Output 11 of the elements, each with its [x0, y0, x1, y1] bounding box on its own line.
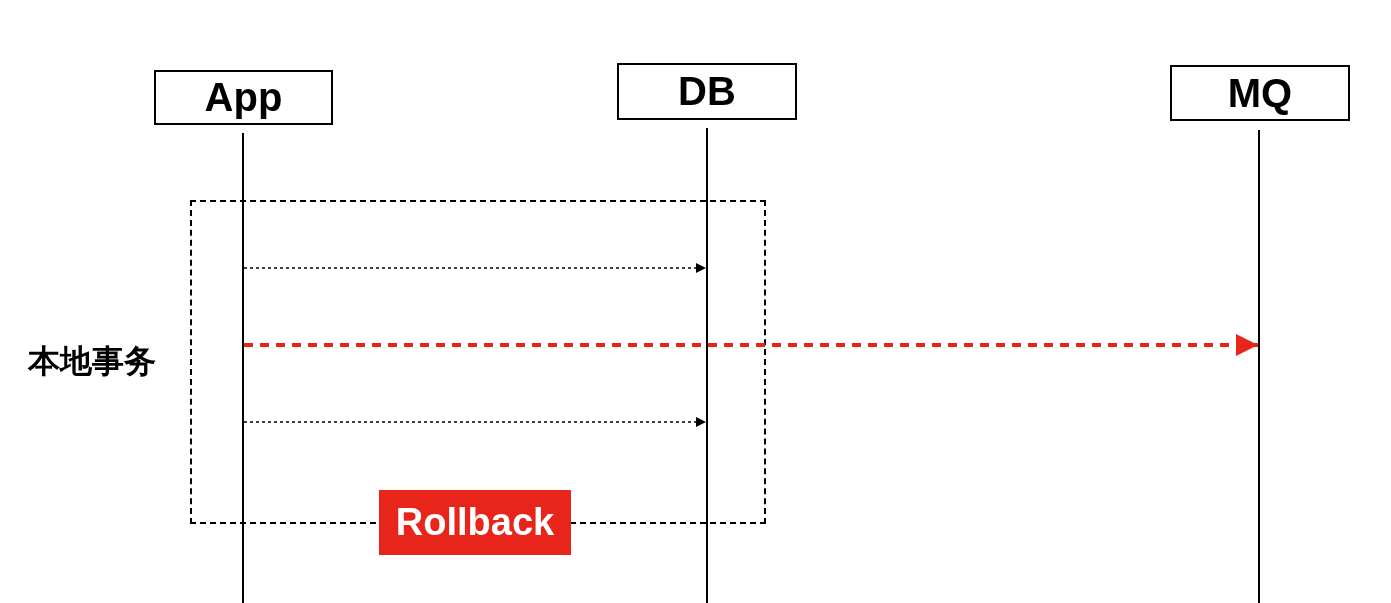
rollback-label: Rollback	[379, 490, 571, 555]
message-arrow	[244, 334, 1258, 356]
participant-box: DB	[617, 63, 797, 120]
lifeline	[1258, 130, 1260, 603]
participant-box: App	[154, 70, 333, 125]
lifeline	[706, 128, 708, 603]
frame-label: 本地事务	[28, 342, 156, 381]
message-arrow	[243, 417, 707, 427]
participant-box: MQ	[1170, 65, 1350, 121]
message-arrow	[243, 263, 707, 273]
lifeline	[242, 133, 244, 603]
